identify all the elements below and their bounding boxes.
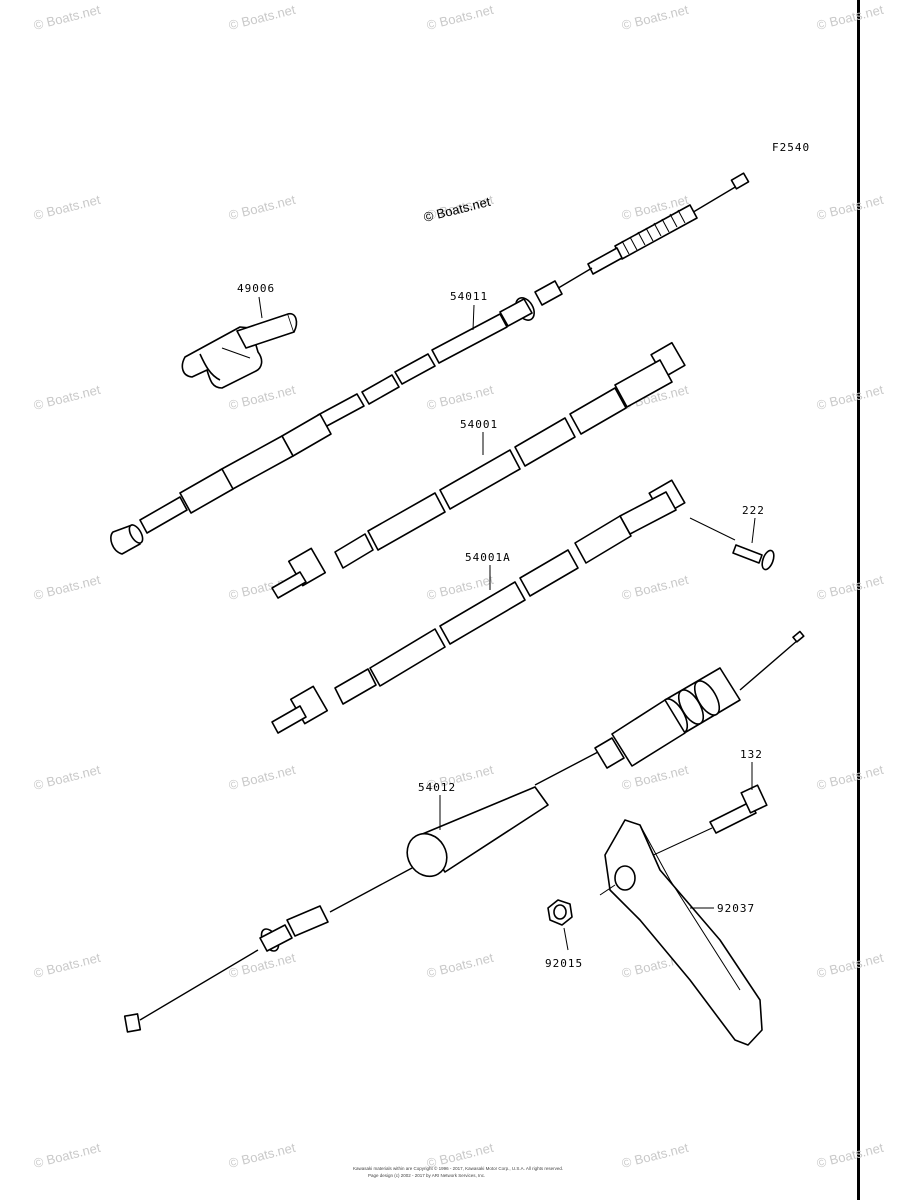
callout-92037[interactable]: 92037 bbox=[717, 902, 755, 915]
watermark-text: © Boats.net bbox=[227, 950, 297, 981]
watermark-text: © Boats.net bbox=[425, 950, 495, 981]
watermark-text: © Boats.net bbox=[815, 192, 885, 223]
copyright-mark: © Boats.net bbox=[422, 194, 492, 225]
watermark-text: © Boats.net bbox=[32, 192, 102, 223]
part-92037-bracket[interactable] bbox=[599, 819, 763, 1046]
watermark-text: © Boats.net bbox=[620, 2, 690, 33]
watermark-text: © Boats.net bbox=[815, 950, 885, 981]
page-right-border bbox=[857, 0, 860, 1200]
watermark-text: © Boats.net bbox=[32, 950, 102, 981]
callout-92015[interactable]: 92015 bbox=[545, 957, 583, 970]
watermark-text: © Boats.net bbox=[620, 1140, 690, 1171]
callout-54011[interactable]: 54011 bbox=[450, 290, 488, 303]
callout-49006[interactable]: 49006 bbox=[237, 282, 275, 295]
callout-54001[interactable]: 54001 bbox=[460, 418, 498, 431]
watermark-text: © Boats.net bbox=[815, 572, 885, 603]
watermark-text: © Boats.net bbox=[425, 2, 495, 33]
watermark-text: © Boats.net bbox=[227, 192, 297, 223]
part-54001A-speedo-cable[interactable] bbox=[271, 479, 686, 734]
part-92015-nut[interactable] bbox=[547, 899, 573, 951]
callout-54012[interactable]: 54012 bbox=[418, 781, 456, 794]
watermark-text: © Boats.net bbox=[620, 572, 690, 603]
watermark-text: © Boats.net bbox=[815, 762, 885, 793]
watermark-text: © Boats.net bbox=[32, 1140, 102, 1171]
part-132-bolt[interactable] bbox=[631, 784, 768, 866]
watermark-text: © Boats.net bbox=[32, 382, 102, 413]
watermark-text: © Boats.net bbox=[425, 382, 495, 413]
watermark-text: © Boats.net bbox=[620, 762, 690, 793]
footer-copyright: Kawasaki materials within are Copyright … bbox=[353, 1165, 563, 1171]
figure-code: F2540 bbox=[772, 141, 810, 154]
part-54001-speedo-cable[interactable] bbox=[271, 341, 686, 599]
footer-design-credit: Page design (c) 2002 - 2017 by ARI Netwo… bbox=[368, 1173, 485, 1178]
watermark-text: © Boats.net bbox=[227, 382, 297, 413]
watermark-text: © Boats.net bbox=[227, 1140, 297, 1171]
watermark-text: © Boats.net bbox=[425, 572, 495, 603]
callout-222[interactable]: 222 bbox=[742, 504, 765, 517]
watermark-text: © Boats.net bbox=[815, 2, 885, 33]
watermark-text: © Boats.net bbox=[32, 762, 102, 793]
watermark-text: © Boats.net bbox=[227, 2, 297, 33]
watermark-text: © Boats.net bbox=[815, 382, 885, 413]
watermark-text: © Boats.net bbox=[32, 2, 102, 33]
watermark-text: © Boats.net bbox=[815, 1140, 885, 1171]
part-54011-clutch-cable[interactable] bbox=[110, 172, 750, 555]
part-54012-brake-cable[interactable] bbox=[123, 630, 805, 1033]
part-222-screw[interactable] bbox=[689, 517, 776, 571]
watermark-text: © Boats.net bbox=[227, 762, 297, 793]
callout-132[interactable]: 132 bbox=[740, 748, 763, 761]
watermark-text: © Boats.net bbox=[32, 572, 102, 603]
callout-54001A[interactable]: 54001A bbox=[465, 551, 511, 564]
part-49006-guard[interactable] bbox=[181, 312, 298, 389]
